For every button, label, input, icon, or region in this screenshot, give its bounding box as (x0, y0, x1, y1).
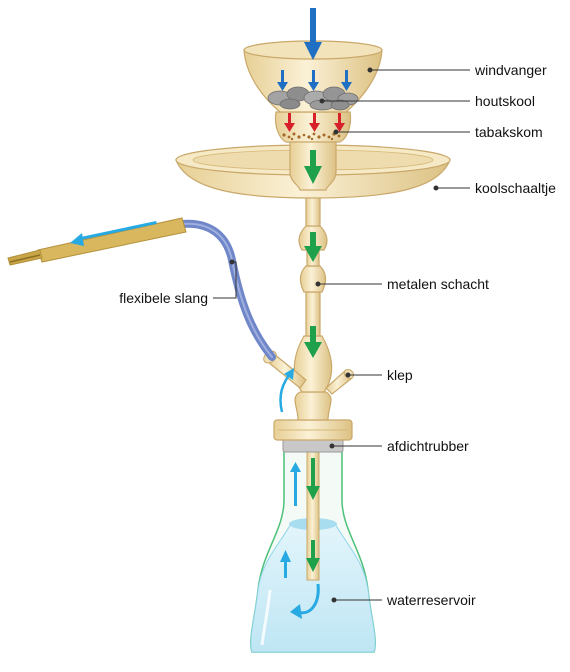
label-metalen-schacht: metalen schacht (387, 276, 489, 292)
mouthpiece (8, 218, 186, 265)
label-flexibele-slang: flexibele slang (119, 290, 208, 306)
label-klep: klep (387, 367, 413, 383)
label-houtskool: houtskool (475, 93, 535, 109)
label-windvanger: windvanger (474, 62, 547, 78)
label-tabakskom: tabakskom (475, 124, 543, 140)
label-waterreservoir: waterreservoir (386, 592, 476, 608)
label-koolschaaltje: koolschaaltje (475, 180, 556, 196)
label-afdichtrubber: afdichtrubber (387, 438, 469, 454)
